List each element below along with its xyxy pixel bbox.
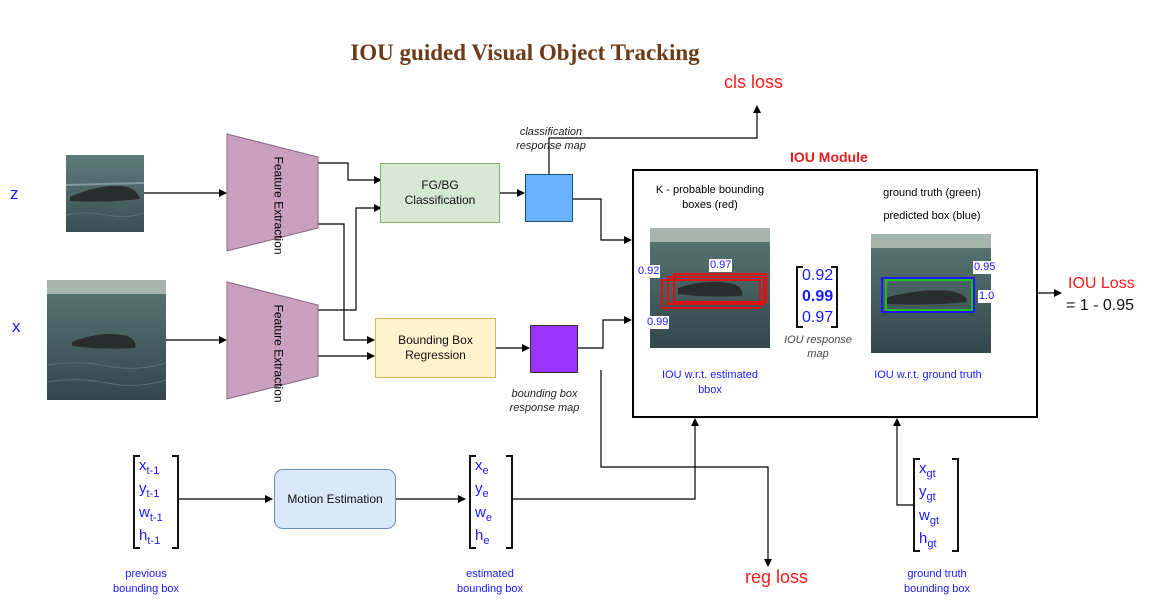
x-label: x bbox=[12, 317, 21, 336]
feature-extraction-bottom: Feature Extraction bbox=[226, 281, 319, 403]
vec-sub: t-1 bbox=[149, 511, 163, 524]
gt-image bbox=[871, 234, 991, 353]
gt-box-vector: xgt ygt wgt hgt bbox=[913, 458, 959, 552]
feature-extraction-label: Feature Extraction bbox=[271, 304, 286, 403]
gt-green-label: ground truth (green) bbox=[883, 187, 981, 199]
kbox-2 bbox=[667, 276, 765, 305]
vec-sub: gt bbox=[929, 514, 940, 527]
vec-sub: t-1 bbox=[146, 464, 160, 477]
vec-var: w bbox=[919, 506, 930, 524]
reg-loss-label: reg loss bbox=[745, 567, 809, 587]
ground-truth-box bbox=[885, 279, 973, 311]
arrow-reg-loss bbox=[600, 370, 772, 567]
iou-module-title: IOU Module bbox=[790, 149, 868, 165]
vec-sub: e bbox=[483, 535, 490, 548]
score-label: 0.95 bbox=[973, 261, 997, 274]
arrow-map-iou bbox=[578, 316, 632, 349]
predicted-box bbox=[881, 277, 975, 313]
fgbg-label: FG/BG Classification bbox=[404, 178, 476, 207]
fgbg-classification-box: FG/BG Classification bbox=[380, 163, 500, 223]
iou-response-vector: 0.92 0.99 0.97 bbox=[796, 266, 838, 328]
x-search-image bbox=[47, 280, 166, 400]
motion-estimation-label: Motion Estimation bbox=[287, 491, 383, 506]
cls-map-label: classification response map bbox=[516, 126, 586, 152]
arrow-gt-iou bbox=[893, 418, 913, 506]
score-label: 0.92 bbox=[637, 265, 661, 278]
bbox-regression-box: Bounding Box Regression bbox=[375, 318, 496, 378]
arrow-cls-loss bbox=[548, 105, 761, 174]
arrow-ft-fgbg bbox=[318, 162, 382, 184]
vec-var: x bbox=[919, 459, 927, 477]
motion-estimation-box: Motion Estimation bbox=[274, 469, 396, 529]
iou-vector-entry: 0.97 bbox=[802, 308, 834, 326]
iou-est-label: IOU w.r.t. estimated bbox bbox=[662, 369, 758, 396]
vec-var: x bbox=[475, 456, 483, 474]
arrow-cls-iou bbox=[573, 198, 632, 244]
vec-var: w bbox=[139, 503, 150, 521]
feature-extraction-label: Feature Extraction bbox=[271, 156, 286, 255]
feature-extraction-top: Feature Extraction bbox=[226, 133, 319, 255]
vec-sub: t-1 bbox=[147, 535, 161, 548]
vec-sub: e bbox=[482, 464, 489, 477]
bbox-response-map bbox=[530, 325, 578, 373]
iou-module-box bbox=[632, 169, 1038, 418]
vec-sub: gt bbox=[926, 491, 936, 504]
iou-gt-label: IOU w.r.t. ground truth bbox=[874, 369, 982, 381]
page-title: IOU guided Visual Object Tracking bbox=[350, 40, 700, 65]
vec-var: h bbox=[475, 527, 484, 545]
kprobable-label: K - probable bounding boxes (red) bbox=[655, 184, 765, 211]
pred-blue-label: predicted box (blue) bbox=[883, 210, 981, 222]
vec-var: w bbox=[475, 503, 486, 521]
score-label: 0.99 bbox=[646, 316, 670, 329]
previous-box-vector: xt-1 yt-1 wt-1 ht-1 bbox=[133, 455, 179, 549]
iou-vector-entry: 0.92 bbox=[802, 267, 834, 285]
z-template-image bbox=[66, 155, 144, 232]
previous-box-label: previous bounding box bbox=[112, 568, 180, 595]
kbox-3 bbox=[673, 273, 767, 303]
kprobable-image bbox=[650, 228, 770, 348]
vec-var: y bbox=[475, 480, 483, 498]
vec-var: y bbox=[919, 483, 927, 501]
z-label: z bbox=[10, 184, 19, 203]
vec-var: x bbox=[139, 456, 147, 474]
iou-vector-entry-max: 0.99 bbox=[802, 287, 834, 305]
iou-response-map-label: IOU response map bbox=[784, 334, 852, 360]
gt-box-label: ground truth bounding box bbox=[903, 568, 971, 595]
score-label: 0.97 bbox=[709, 259, 733, 272]
vec-var: h bbox=[919, 530, 928, 548]
vec-sub: t-1 bbox=[146, 488, 160, 501]
iou-loss-title: IOU Loss bbox=[1068, 275, 1135, 292]
vec-sub: gt bbox=[927, 538, 937, 551]
arrow-est-iou bbox=[513, 418, 699, 500]
arrow-fb-fgbg bbox=[318, 204, 382, 311]
vec-var: y bbox=[139, 480, 147, 498]
score-label: 1.0 bbox=[978, 290, 996, 303]
cls-loss-label: cls loss bbox=[724, 72, 784, 92]
bbox-map-label: bounding box response map bbox=[509, 388, 580, 414]
kbox-1 bbox=[661, 279, 761, 309]
bbox-regression-label: Bounding Box Regression bbox=[398, 333, 473, 362]
estimated-box-vector: xe ye we he bbox=[469, 455, 513, 549]
iou-loss-formula: = 1 - 0.95 bbox=[1066, 297, 1135, 314]
vec-sub: e bbox=[482, 488, 489, 501]
vec-sub: gt bbox=[926, 467, 936, 480]
vec-var: h bbox=[139, 527, 148, 545]
arrow-ft-bbox bbox=[318, 223, 375, 344]
classification-response-map bbox=[525, 174, 573, 222]
estimated-box-label: estimated bounding box bbox=[456, 568, 524, 595]
vec-sub: e bbox=[485, 511, 492, 524]
